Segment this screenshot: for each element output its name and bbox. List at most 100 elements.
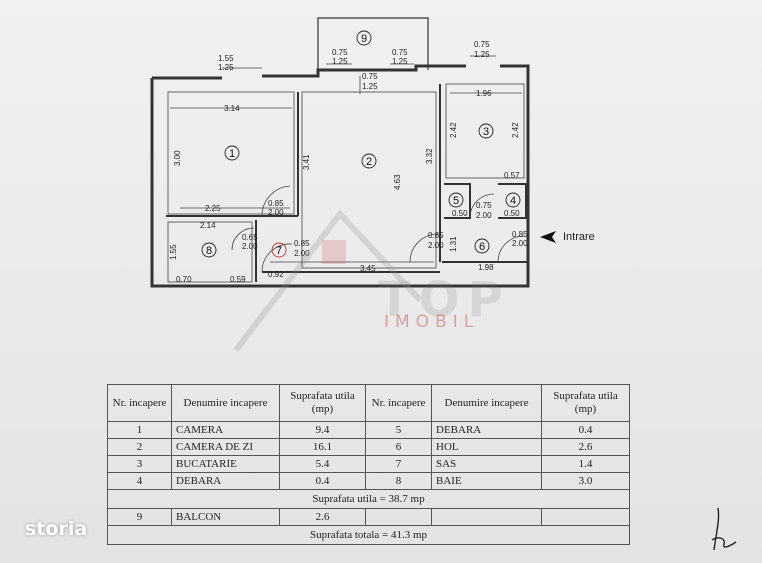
table-cell: [365, 508, 432, 526]
header-cell: Suprafata utila (mp): [279, 384, 366, 422]
table-cell: 16.1: [279, 438, 366, 456]
dim-label: 2.14: [200, 221, 216, 230]
table-cell: 2.6: [279, 508, 366, 526]
door-arc-5: [469, 193, 495, 219]
dim-label: 3.45: [360, 264, 376, 273]
entrance-label: Intrare: [563, 231, 595, 243]
table-cell: 1: [107, 421, 172, 439]
header-cell: Nr. incapere: [365, 384, 432, 422]
dim-label: 0.57: [504, 171, 520, 180]
table-cell: BUCATARIE: [171, 455, 280, 473]
dim-label: 1.25: [474, 50, 490, 59]
table-row: 2 CAMERA DE ZI 16.1 6 HOL 2.6: [107, 438, 630, 456]
wall-debara5: [444, 183, 471, 219]
dim-label: 3.14: [224, 104, 240, 113]
table-cell: 3.0: [541, 472, 630, 490]
table-cell: BALCON: [171, 508, 280, 526]
table-row: 3 BUCATARIE 5.4 7 SAS 1.4: [107, 455, 630, 473]
dim-label: 3.00: [173, 150, 182, 166]
watermark-text: TOP: [378, 272, 511, 328]
header-cell: Suprafata utila (mp): [541, 384, 630, 422]
dim-label: 2.00: [428, 241, 444, 250]
table-row: 9 BALCON 2.6: [107, 508, 630, 526]
dim-label: 2.00: [242, 242, 258, 251]
table-cell: DEBARA: [431, 421, 542, 439]
dim-label: 0.50: [452, 209, 468, 218]
table-row: 4 DEBARA 0.4 8 BAIE 3.0: [107, 472, 630, 490]
room3-outline: [445, 83, 525, 179]
room2-outline: [301, 91, 437, 269]
dim-label: 1.98: [478, 263, 494, 272]
room-number: 1: [229, 148, 235, 160]
table-cell: 0.4: [279, 472, 366, 490]
door-arc-2: [231, 227, 255, 251]
entrance-arrow-icon: [540, 231, 556, 243]
brand-logo: storia: [25, 518, 88, 540]
balcony-outline: [317, 17, 429, 70]
table-cell: 5.4: [279, 455, 366, 473]
dim-label: 2.25: [205, 204, 221, 213]
dim-label: 2.42: [511, 122, 520, 138]
table-cell: 6: [365, 438, 432, 456]
dim-label: 1.55: [169, 244, 178, 260]
table-cell: 3: [107, 455, 172, 473]
door-arc-3: [261, 243, 293, 273]
dim-label: 1.31: [449, 236, 458, 252]
floor-plan: 1.55 1.25 0.75 1.25 0.75 1.25 0.75 1.25 …: [150, 17, 556, 352]
usable-total-row: Suprafata utila = 38.7 mp: [107, 489, 630, 509]
table-cell: SAS: [431, 455, 542, 473]
table-row: 1 CAMERA 9.4 5 DEBARA 0.4: [107, 421, 630, 439]
dim-label: 1.25: [218, 63, 234, 72]
usable-total: Suprafata utila = 38.7 mp: [107, 489, 630, 509]
dim-label: 0.65: [242, 233, 258, 242]
room-number: 7: [276, 245, 282, 257]
dim-label: 1.55: [218, 54, 234, 63]
table-cell: [431, 508, 542, 526]
dim-label: 4.63: [393, 174, 402, 190]
outer-wall-top-mid: [262, 64, 466, 78]
table-cell: 0.4: [541, 421, 630, 439]
dim-label: 2.00: [268, 208, 284, 217]
dim-label: 3.32: [425, 148, 434, 164]
table-cell: 5: [365, 421, 432, 439]
room-number: 8: [206, 245, 212, 257]
header-cell: Denumire incapere: [431, 384, 542, 422]
dim-label: 1.25: [392, 57, 408, 66]
dim-label: 0.85: [268, 199, 284, 208]
table-cell: 2: [107, 438, 172, 456]
dim-label: 0.59: [230, 275, 246, 284]
rooms-table: Nr. incapere Denumire incapere Suprafata…: [107, 384, 630, 545]
dim-label: 1.25: [362, 82, 378, 91]
dim-label: 0.85: [294, 239, 310, 248]
table-cell: 4: [107, 472, 172, 490]
room8-outline: [167, 221, 253, 283]
table-cell: 9: [107, 508, 172, 526]
dim-label: 0.75: [392, 48, 408, 57]
room-number: 9: [361, 33, 367, 45]
room-number: 3: [483, 126, 489, 138]
table-cell: 7: [365, 455, 432, 473]
watermark-subtext: IMOBIL: [384, 312, 480, 332]
watermark-logo-icon: [233, 209, 423, 352]
dim-label: 1.96: [476, 89, 492, 98]
header-cell: Nr. incapere: [107, 384, 172, 422]
room-number: 4: [510, 195, 516, 207]
header-cell: Denumire incapere: [171, 384, 280, 422]
dim-label: 0.92: [268, 270, 284, 279]
table-cell: DEBARA: [171, 472, 280, 490]
room1-outline: [167, 91, 295, 215]
signature-icon: [711, 507, 737, 551]
table-header-row: Nr. incapere Denumire incapere Suprafata…: [107, 384, 630, 422]
room-number: 2: [366, 156, 372, 168]
dim-label: 0.75: [476, 201, 492, 210]
table-cell: CAMERA DE ZI: [171, 438, 280, 456]
table-cell: [541, 508, 630, 526]
dim-label: 0.75: [474, 40, 490, 49]
outer-wall: [150, 64, 530, 288]
dim-label: 0.75: [362, 72, 378, 81]
table-cell: HOL: [431, 438, 542, 456]
table-cell: 1.4: [541, 455, 630, 473]
dim-label: 2.00: [512, 239, 528, 248]
dim-label: 1.25: [332, 57, 348, 66]
